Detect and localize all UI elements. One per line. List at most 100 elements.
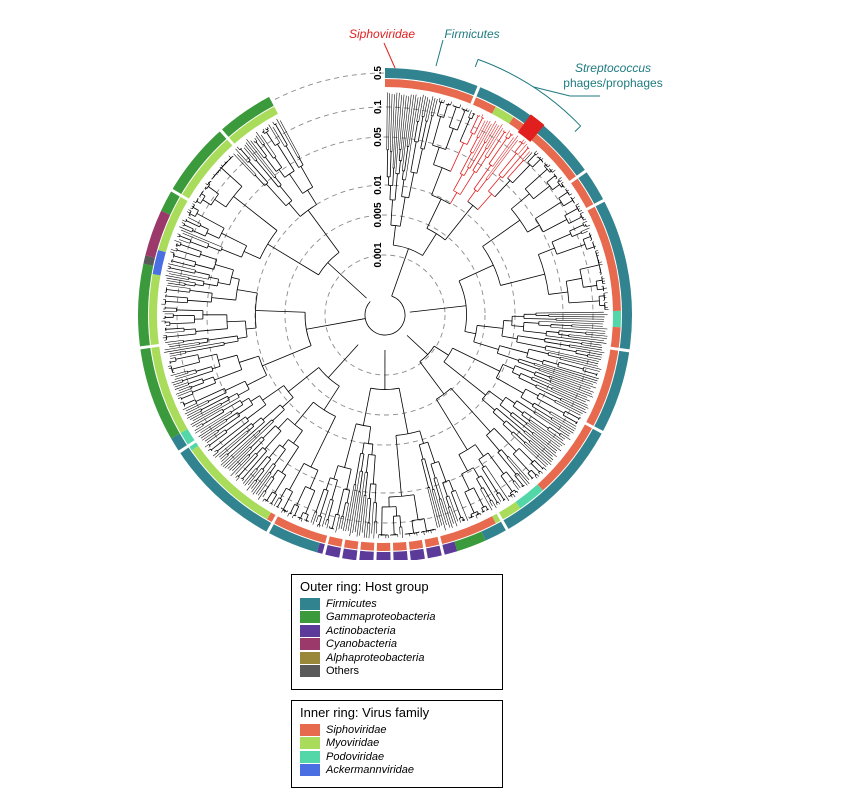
tree-branch bbox=[557, 366, 599, 380]
tree-branch bbox=[192, 409, 223, 427]
tree-branch bbox=[438, 461, 447, 482]
tree-branch bbox=[496, 377, 524, 394]
tree-branch bbox=[472, 148, 487, 171]
tree-branch bbox=[199, 196, 201, 198]
tree-branch bbox=[564, 186, 566, 188]
tree-branch bbox=[506, 457, 530, 485]
tree-branch bbox=[445, 103, 450, 106]
tree-branch bbox=[205, 187, 207, 189]
tree-branch bbox=[536, 156, 539, 159]
tree-branch bbox=[526, 146, 530, 150]
tree-branch bbox=[464, 331, 476, 335]
tree-branch bbox=[262, 498, 265, 502]
annotation-lines bbox=[383, 39, 600, 132]
tree-branch bbox=[532, 406, 552, 419]
tree-branch bbox=[221, 455, 229, 462]
tree-branch bbox=[363, 498, 369, 538]
legend-host-group-label: Actinobacteria bbox=[326, 624, 396, 637]
tree-branch bbox=[196, 200, 201, 204]
tree-branch bbox=[312, 512, 318, 525]
tree-branch bbox=[496, 345, 500, 354]
tree-branch bbox=[510, 431, 514, 435]
tree-branch bbox=[514, 489, 517, 493]
ring-gap bbox=[567, 169, 588, 185]
tree-branch bbox=[246, 139, 277, 177]
tree-branch bbox=[433, 478, 438, 491]
tree-branch bbox=[226, 320, 246, 323]
tree-branch bbox=[576, 205, 580, 208]
tree-branch bbox=[535, 371, 550, 378]
tree-branch bbox=[177, 397, 182, 399]
tree-branch bbox=[514, 427, 530, 442]
tree-branch bbox=[530, 463, 540, 473]
tree-branch bbox=[266, 128, 269, 131]
tree-branch bbox=[361, 495, 367, 533]
tree-branch bbox=[512, 147, 529, 166]
tree-branch bbox=[269, 471, 272, 474]
legend-host-group-label: Cyanobacteria bbox=[326, 638, 397, 651]
tree-branch bbox=[544, 345, 547, 350]
tree-branch bbox=[281, 446, 299, 473]
tree-branch bbox=[187, 217, 202, 225]
tree-branch bbox=[526, 356, 543, 363]
tree-branch bbox=[430, 464, 436, 479]
tree-branch bbox=[549, 413, 577, 430]
tree-branch bbox=[235, 476, 240, 481]
tree-branch bbox=[512, 448, 520, 455]
tree-branch bbox=[231, 404, 244, 413]
tree-branch bbox=[375, 502, 377, 522]
tree-branch bbox=[174, 384, 189, 390]
tree-branch bbox=[505, 396, 516, 404]
tree-branch bbox=[242, 468, 257, 484]
tree-branch bbox=[549, 382, 588, 398]
tree-branch bbox=[217, 437, 234, 452]
outer-ring-segment bbox=[171, 433, 320, 553]
tree-branch bbox=[245, 416, 249, 422]
tree-branch bbox=[450, 101, 452, 106]
tree-branch bbox=[546, 175, 556, 183]
tree-branch bbox=[389, 185, 391, 200]
tree-branch bbox=[300, 166, 314, 188]
tree-branch bbox=[497, 449, 502, 453]
tree-branch bbox=[461, 107, 463, 109]
tree-branch bbox=[246, 374, 267, 386]
tree-branch bbox=[597, 288, 604, 291]
tree-branch bbox=[200, 225, 209, 230]
tree-branch bbox=[175, 388, 193, 395]
legend-virus-family-item: Siphoviridae bbox=[300, 723, 494, 737]
tree-branch bbox=[517, 143, 528, 155]
tree-branch bbox=[207, 181, 211, 186]
tree-branch bbox=[408, 94, 417, 147]
scale-label: 0.01 bbox=[373, 175, 384, 195]
tree-branch bbox=[423, 518, 427, 532]
tree-branch bbox=[470, 132, 475, 135]
tree-branch bbox=[517, 473, 528, 486]
tree-branch bbox=[488, 176, 501, 192]
tree-branch bbox=[262, 131, 265, 134]
tree-branch bbox=[416, 96, 421, 122]
tree-branch bbox=[542, 363, 598, 382]
tree-branch bbox=[175, 248, 178, 250]
tree-branch bbox=[201, 395, 228, 411]
tree-branch bbox=[437, 115, 444, 118]
tree-branch bbox=[426, 228, 446, 241]
tree-branch bbox=[236, 335, 239, 342]
tree-branch bbox=[545, 349, 599, 362]
tree-branch bbox=[489, 499, 492, 502]
tree-branch bbox=[200, 412, 232, 434]
tree-branch bbox=[430, 530, 432, 534]
tree-branch bbox=[401, 179, 405, 197]
scale-label: 0.5 bbox=[373, 66, 384, 80]
tree-branch bbox=[172, 296, 188, 299]
tree-branch bbox=[582, 367, 585, 371]
tree-branch bbox=[528, 348, 549, 355]
bracket-pointer bbox=[533, 86, 571, 97]
tree-branch bbox=[210, 438, 227, 451]
tree-branch bbox=[243, 147, 256, 162]
tree-branch bbox=[466, 133, 473, 145]
tree-branch bbox=[453, 190, 461, 195]
tree-branch bbox=[226, 453, 229, 456]
tree-branch bbox=[248, 439, 265, 456]
tree-branch bbox=[459, 171, 475, 195]
tree-branch bbox=[254, 138, 258, 142]
